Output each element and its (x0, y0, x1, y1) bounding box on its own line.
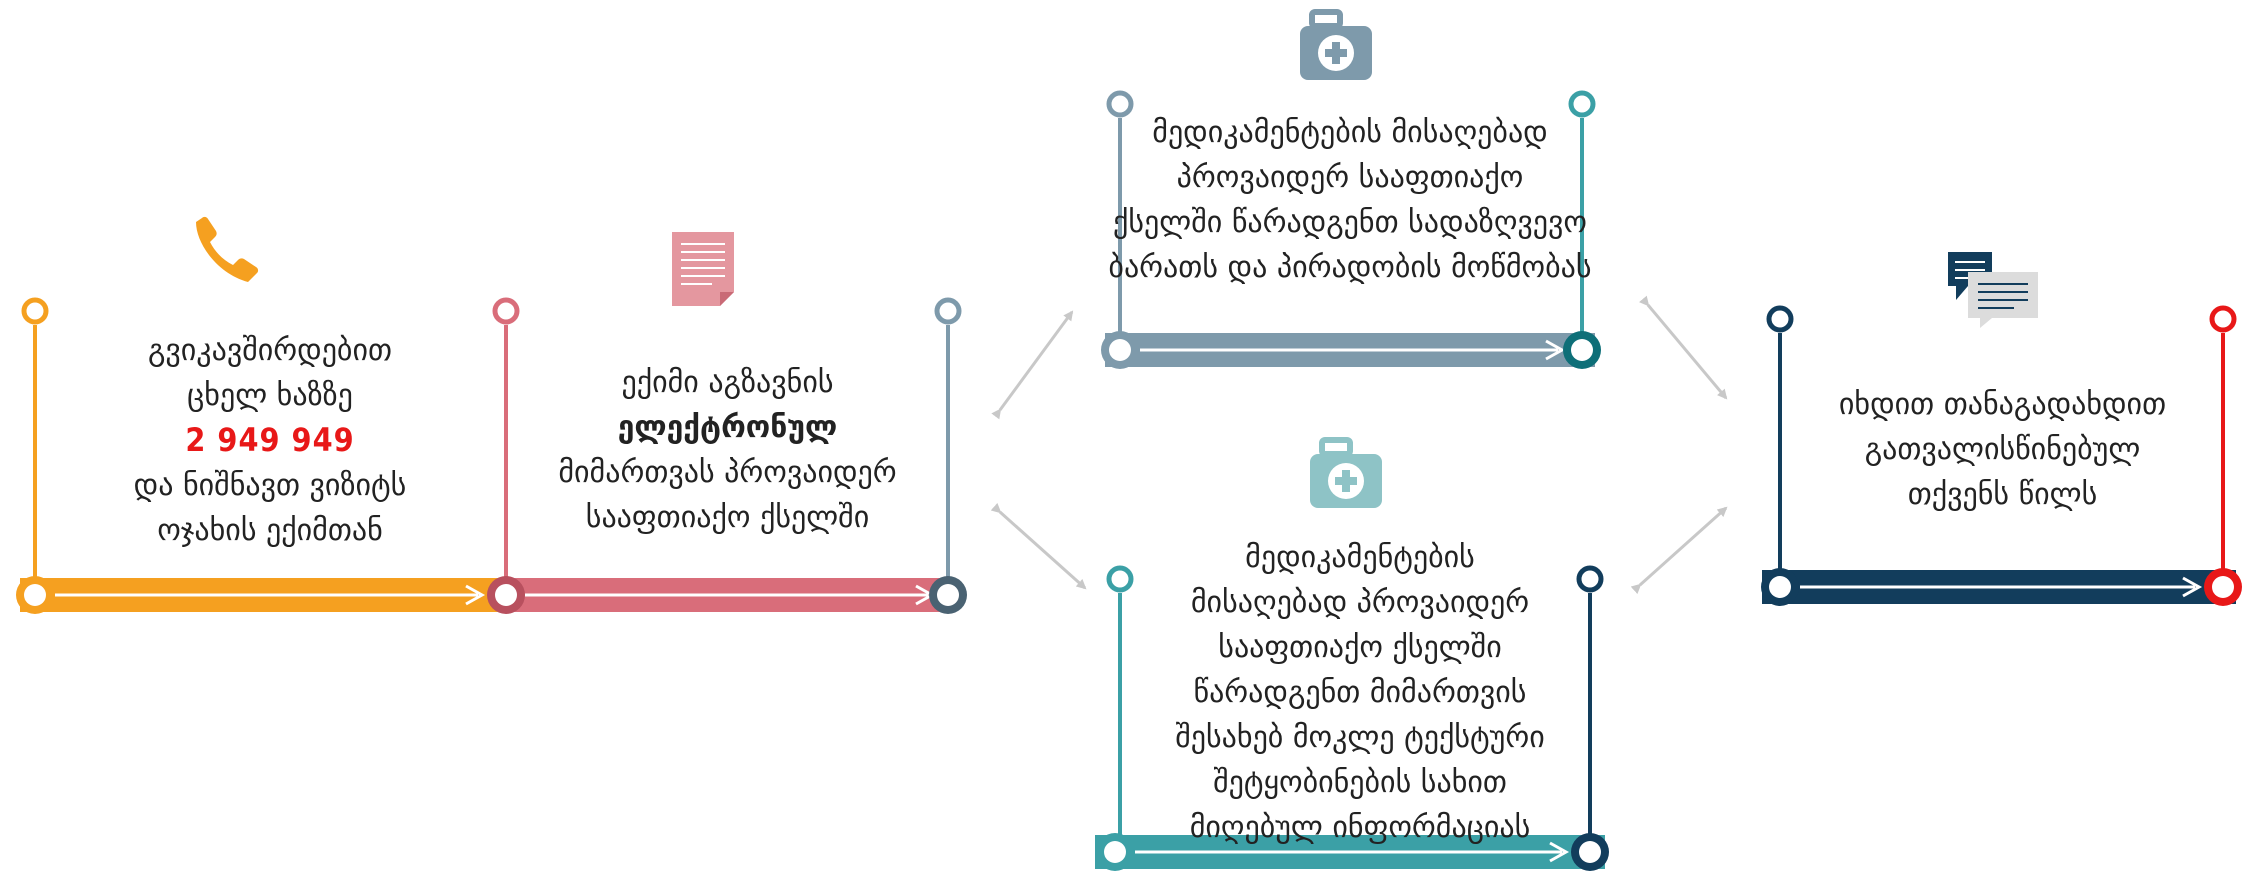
hotline-phone-number: 2 949 949 (185, 421, 355, 459)
connector-arrows (990, 295, 1728, 595)
step-card-line: მედიკამენტების მისაღებად (1152, 115, 1548, 150)
step-referral-line: მიმართვას პროვაიდერ (558, 455, 897, 490)
step-referral-line-bold: ელექტრონულ (617, 410, 838, 445)
step-sms-line: მიღებულ ინფორმაციას (1189, 810, 1531, 845)
step-referral-line: ექიმი აგზავნის (621, 365, 834, 400)
step-referral-end-post (929, 297, 967, 614)
step-sms-line: მისაღებად პროვაიდერ (1190, 585, 1530, 620)
step-card-line: პროვაიდერ სააფთიაქო (1176, 160, 1524, 195)
step-copay-line: გათვალისწინებულ (1864, 432, 2141, 467)
phone-icon (196, 216, 259, 282)
step-card-line: ქსელში წარადგენთ სადაზღვევო (1113, 205, 1587, 240)
step-copay-line: თქვენს წილს (1907, 477, 2098, 512)
step-sms-text: მედიკამენტების მისაღებად პროვაიდერ სააფთ… (1110, 535, 1610, 850)
step-call-line: ცხელ ხაზზე (187, 378, 353, 413)
step-sms-line: მედიკამენტების (1245, 540, 1475, 575)
step-sms-line: სააფთიაქო ქსელში (1218, 630, 1502, 665)
step-sms-timeline (1095, 565, 1609, 871)
step-referral-line: სააფთიაქო ქსელში (585, 500, 870, 535)
step-card-text: მედიკამენტების მისაღებად პროვაიდერ სააფთ… (1075, 110, 1625, 290)
step-sms-line: შეტყობინების სახით (1213, 765, 1507, 800)
step-call-line: და ნიშნავთ ვიზიტს (133, 468, 407, 503)
document-icon (672, 232, 734, 306)
step-call-line: ოჯახის ექიმთან (157, 513, 383, 548)
first-aid-kit-icon (1310, 437, 1382, 508)
step-referral-text: ექიმი აგზავნის ელექტრონულ მიმართვას პროვ… (515, 360, 940, 540)
step-sms-line: შესახებ მოკლე ტექსტური (1175, 720, 1545, 755)
step-call-timeline (16, 297, 500, 614)
chat-messages-icon (1948, 252, 2038, 328)
step-copay-text: იხდით თანაგადახდით გათვალისწინებულ თქვენ… (1790, 382, 2215, 517)
step-card-timeline (1101, 90, 1601, 369)
step-sms-line: წარადგენთ მიმართვის (1193, 675, 1527, 710)
step-copay-timeline (1761, 305, 2242, 606)
step-card-line: ბარათს და პირადობის მოწმობას (1108, 250, 1592, 285)
step-call-text: გვიკავშირდებით ცხელ ხაზზე 2 949 949 და ნ… (60, 328, 480, 553)
step-call-line: გვიკავშირდებით (147, 333, 393, 368)
first-aid-kit-icon (1300, 9, 1372, 80)
step-referral-timeline (487, 297, 950, 614)
step-copay-line: იხდით თანაგადახდით (1838, 387, 2167, 422)
